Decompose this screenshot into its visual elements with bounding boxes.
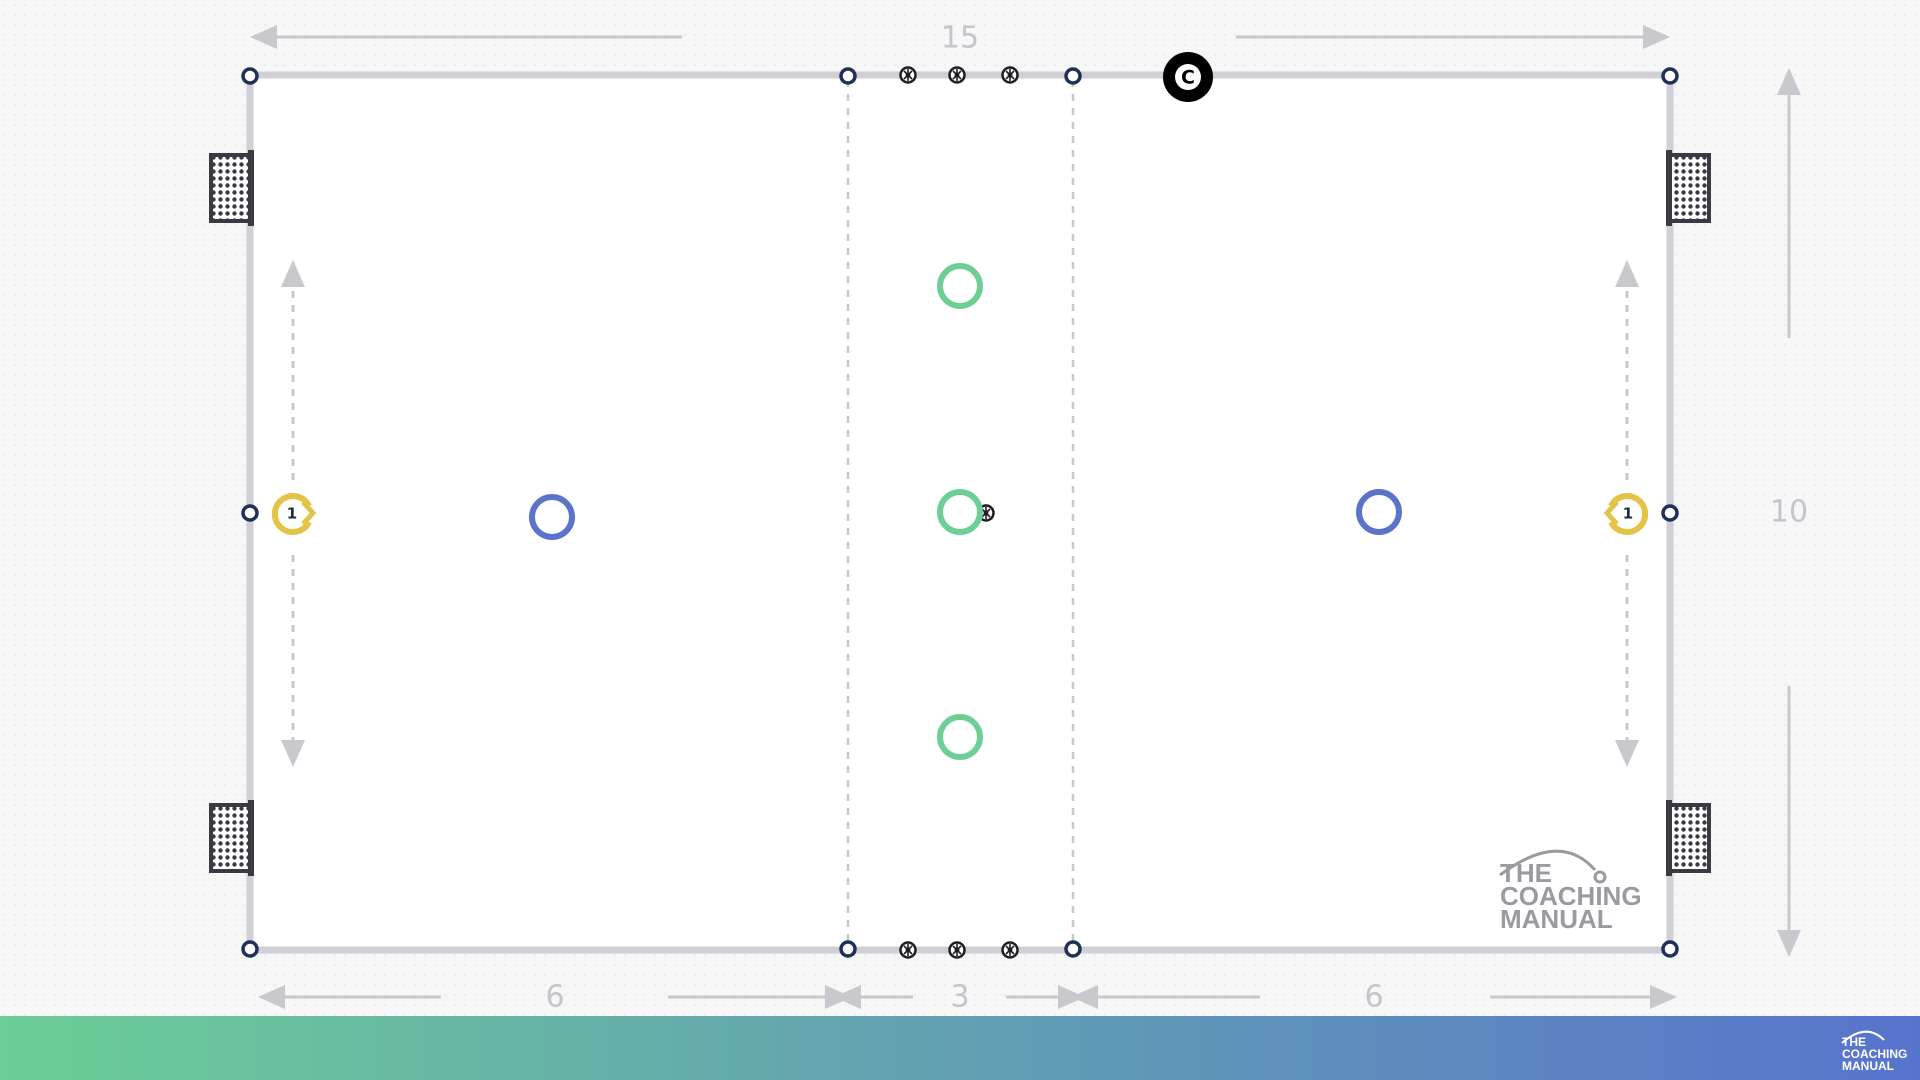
ball-supply-top <box>1001 66 1019 84</box>
cone-marker <box>241 67 259 85</box>
coach: C <box>1163 52 1213 102</box>
footer-logo: THE COACHING MANUAL <box>1841 1030 1907 1073</box>
footer-logo-line1: THE <box>1842 1035 1866 1049</box>
goal-left-bottom <box>209 800 254 876</box>
footer-logo-swoosh-icon <box>1841 1030 1885 1044</box>
cone-marker <box>241 504 259 522</box>
cone-marker <box>1661 940 1679 958</box>
ball-supply-bottom <box>1001 941 1019 959</box>
goal-right-bottom <box>1666 800 1711 876</box>
dim-side-label: 10 <box>1770 495 1808 530</box>
coaching-manual-logo: THE COACHING MANUAL <box>1499 849 1642 934</box>
cone-marker <box>839 67 857 85</box>
logo-line2: COACHING <box>1500 881 1642 911</box>
dim-mid-zone-label: 3 <box>950 980 969 1015</box>
logo-ball-icon <box>1593 870 1607 884</box>
neutral-player-top <box>937 263 983 309</box>
cone-marker <box>1661 67 1679 85</box>
dim-right-zone-label: 6 <box>1364 980 1383 1015</box>
coach-label: C <box>1181 67 1195 89</box>
ball-supply-top <box>899 66 917 84</box>
ball-supply-top <box>948 66 966 84</box>
logo-line1: THE <box>1500 858 1552 888</box>
team-player-left <box>529 494 575 540</box>
cone-marker <box>241 940 259 958</box>
goalkeeper-right-label: 1 <box>1623 505 1633 523</box>
cone-marker <box>1064 67 1082 85</box>
footer-logo-line3: MANUAL <box>1842 1059 1894 1073</box>
team-player-right <box>1356 489 1402 535</box>
logo-line3: MANUAL <box>1500 904 1613 934</box>
logo-swoosh-icon <box>1499 849 1597 877</box>
cone-marker <box>839 940 857 958</box>
ball-supply-bottom <box>948 941 966 959</box>
neutral-player-center <box>937 489 983 535</box>
cone-marker <box>1064 940 1082 958</box>
goalkeeper-left-label: 1 <box>287 505 297 523</box>
goal-left-top <box>209 150 254 226</box>
dim-top-label: 15 <box>941 21 979 56</box>
footer-gradient-bar <box>0 1016 1920 1080</box>
goalkeeper-left: 1 <box>271 493 317 535</box>
cone-marker <box>1661 504 1679 522</box>
goal-right-top <box>1666 150 1711 226</box>
footer-logo-line2: COACHING <box>1842 1047 1907 1061</box>
balls <box>899 66 1019 959</box>
ball-supply-bottom <box>899 941 917 959</box>
dim-left-zone-label: 6 <box>545 980 564 1015</box>
neutral-player-bottom <box>937 714 983 760</box>
goalkeeper-right: 1 <box>1603 493 1649 535</box>
